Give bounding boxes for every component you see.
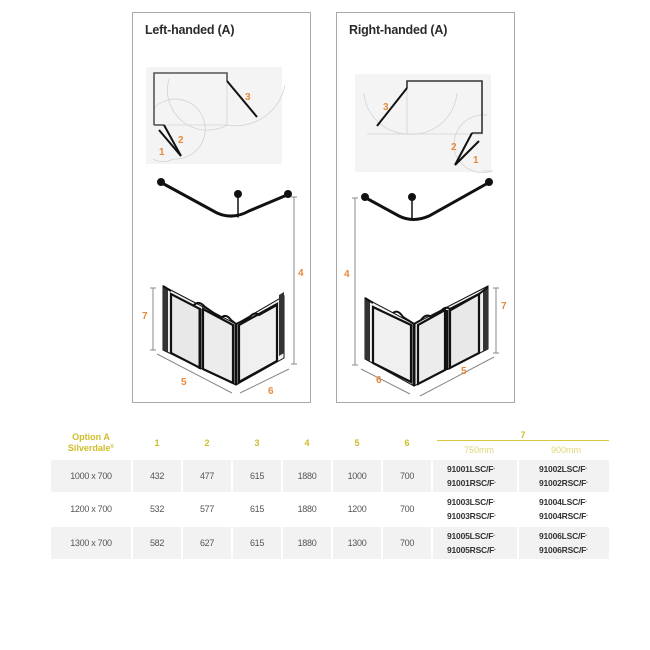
plan-label-2: 2 xyxy=(451,142,457,153)
cell-dim-6: 700 xyxy=(399,504,415,514)
panel-title-left: Left-handed (A) xyxy=(145,23,235,37)
curtain-rail-left xyxy=(157,178,292,218)
cell-dim-2: 627 xyxy=(183,526,231,559)
right-handed-panel: Right-handed (A) 1 2 3 4 xyxy=(336,12,515,403)
table-row: 1200 x 700 532 577 615 1880 1200 700 910… xyxy=(51,493,611,525)
option-label-line1: Option A xyxy=(72,432,110,442)
plan-label-1: 1 xyxy=(473,155,479,166)
cell-dim-3: 615 xyxy=(249,504,265,514)
cell-dim-2: 477 xyxy=(183,459,231,492)
cell-size: 1300 x 700 xyxy=(51,526,131,559)
table-row: 1000 x 700 432 477 615 1880 1000 700 910… xyxy=(51,459,611,492)
cell-dim-1: 532 xyxy=(149,504,165,514)
panel-title-right: Right-handed (A) xyxy=(349,23,448,37)
left-handed-diagram: 1 2 3 4 7 xyxy=(142,67,304,397)
header-col-4: 4 xyxy=(304,437,310,448)
cell-dim-4: 1880 xyxy=(297,504,317,514)
cell-codes-900: 91004LSC/F* 91004RSC/F* xyxy=(539,497,588,521)
dimension-label-6: 6 xyxy=(268,386,274,397)
cell-dim-6: 700 xyxy=(383,526,431,559)
cell-size: 1000 x 700 xyxy=(51,459,131,492)
header-col-2: 2 xyxy=(204,437,210,448)
plan-label-3: 3 xyxy=(245,92,251,103)
bath-screen-left xyxy=(162,285,285,386)
cell-codes-750: 91001LSC/F* 91001RSC/F* xyxy=(433,459,517,492)
header-col-1: 1 xyxy=(154,437,160,448)
header-option: Option A Silverdale® xyxy=(51,428,131,458)
plan-label-1: 1 xyxy=(159,147,165,158)
cell-dim-1: 432 xyxy=(133,459,181,492)
cell-dim-3: 615 xyxy=(233,526,281,559)
cell-dim-5: 1200 xyxy=(347,504,367,514)
cell-size: 1200 x 700 xyxy=(70,504,112,514)
plan-label-3: 3 xyxy=(383,102,389,113)
dimension-label-4: 4 xyxy=(298,268,304,279)
dimension-label-6: 6 xyxy=(376,375,382,386)
dimension-label-5: 5 xyxy=(181,377,187,388)
cell-dim-6: 700 xyxy=(383,459,431,492)
cell-dim-2: 577 xyxy=(199,504,215,514)
cell-dim-5: 1000 xyxy=(333,459,381,492)
dimension-label-4: 4 xyxy=(344,269,350,280)
cell-codes-750: 91005LSC/F* 91005RSC/F* xyxy=(433,526,517,559)
table-row: 1300 x 700 582 627 615 1880 1300 700 910… xyxy=(51,526,611,559)
dimension-label-7: 7 xyxy=(142,311,148,322)
header-col-5: 5 xyxy=(354,437,360,448)
dimension-label-5: 5 xyxy=(461,366,467,377)
right-handed-diagram: 1 2 3 4 7 5 6 xyxy=(344,74,507,397)
dimension-label-7: 7 xyxy=(501,301,507,312)
table-header: Option A Silverdale® 1 2 3 4 5 6 7 750mm… xyxy=(51,428,611,458)
cell-dim-4: 1880 xyxy=(283,526,331,559)
header-group-7: 7 xyxy=(520,430,526,440)
plan-view-right: 1 2 3 xyxy=(355,74,494,174)
cell-dim-3: 615 xyxy=(233,459,281,492)
bath-screen-right xyxy=(364,285,489,387)
cell-codes-900: 91006LSC/F* 91006RSC/F* xyxy=(519,526,609,559)
plan-view-left: 1 2 3 xyxy=(146,67,286,164)
header-col-3: 3 xyxy=(254,437,260,448)
cell-codes-900: 91002LSC/F* 91002RSC/F* xyxy=(519,459,609,492)
curtain-rail-right xyxy=(361,178,493,221)
subheader-900mm: 900mm xyxy=(550,445,581,455)
option-label-line2: Silverdale® xyxy=(67,443,115,453)
cell-dim-1: 582 xyxy=(133,526,181,559)
plan-label-2: 2 xyxy=(178,135,184,146)
cell-dim-4: 1880 xyxy=(283,459,331,492)
header-col-6: 6 xyxy=(404,437,410,448)
subheader-750mm: 750mm xyxy=(463,445,494,455)
left-handed-panel: Left-handed (A) 1 2 3 xyxy=(132,12,311,403)
dimensions-table: Option A Silverdale® 1 2 3 4 5 6 7 750mm… xyxy=(51,428,611,559)
cell-codes-750: 91003LSC/F* 91003RSC/F* xyxy=(447,497,496,521)
cell-dim-5: 1300 xyxy=(333,526,381,559)
header-group-divider xyxy=(437,440,609,441)
